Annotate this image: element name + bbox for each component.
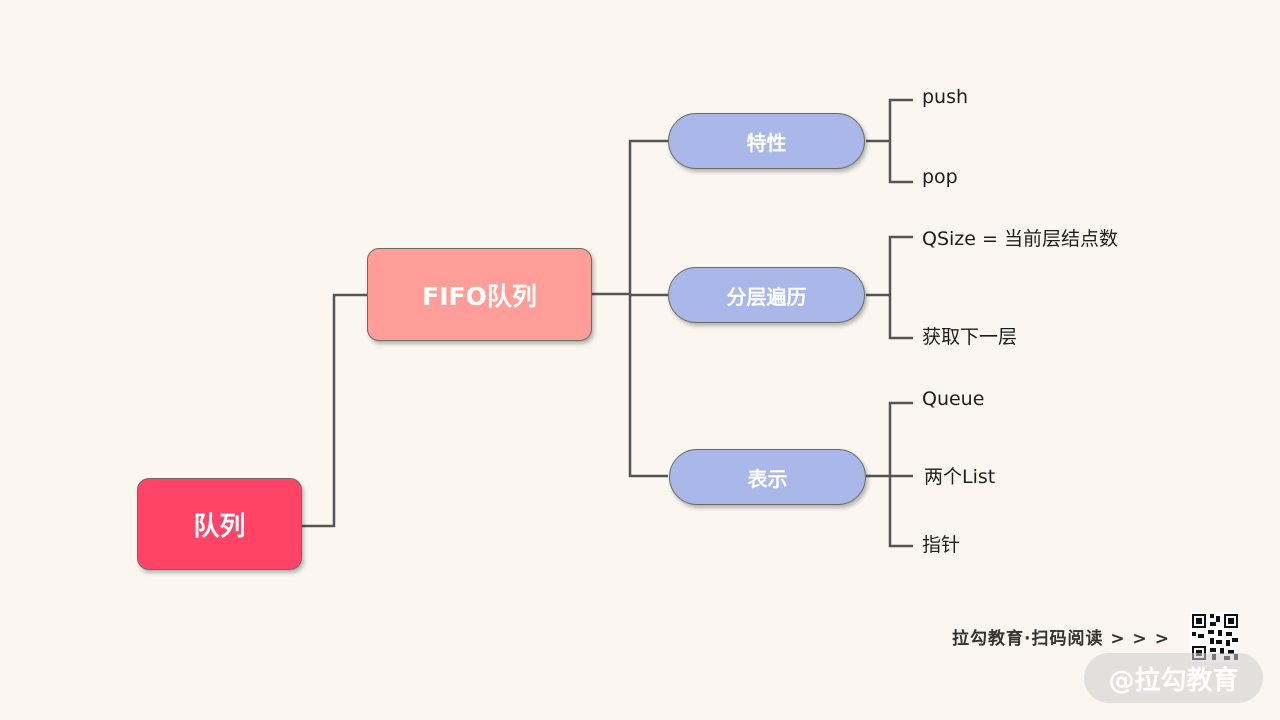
leaf-pointer: 指针 [922,534,961,556]
connector-branch-2-leaves [888,235,913,340]
leaf-push: push [922,86,969,108]
leaf-queue: Queue [922,388,985,410]
branch-node-label: 分层遍历 [726,284,807,309]
branch-node-level-traversal: 分层遍历 [668,267,865,323]
leaf-two-lists: 两个List [924,466,996,488]
fifo-queue-node-label: FIFO队列 [422,281,537,311]
branch-node-representation: 表示 [669,449,866,505]
connector-branch-spine [628,139,668,478]
branch-node-label: 特性 [746,130,787,155]
connector-branch-3-leaves [888,401,913,548]
branch-node-features: 特性 [668,113,865,169]
connector-root-mid [302,293,367,528]
connector-branch-1-leaves [888,98,913,184]
watermark-text: @拉勾教育 [1108,665,1239,696]
fifo-queue-node: FIFO队列 [367,248,592,341]
leaf-qsize: QSize = 当前层结点数 [922,228,1118,250]
leaf-next-level: 获取下一层 [922,326,1018,348]
root-node-label: 队列 [193,511,246,542]
leaf-pop: pop [922,166,958,188]
root-node: 队列 [137,478,302,570]
brand-caption: 拉勾教育·扫码阅读 > > > [952,629,1170,649]
watermark-badge: @拉勾教育 [1084,653,1263,703]
branch-node-label: 表示 [747,466,788,491]
